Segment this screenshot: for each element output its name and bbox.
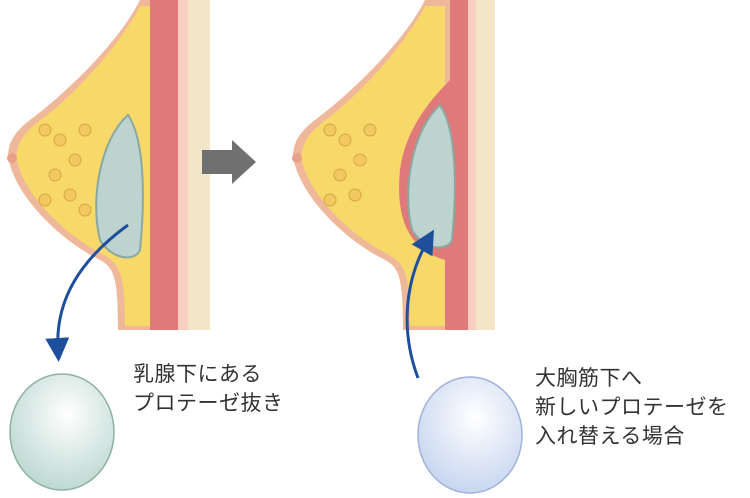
caption-line: 新しいプロテーゼを <box>535 395 729 419</box>
nipple <box>7 153 17 163</box>
removed-implant <box>9 373 115 491</box>
new-implant-placed <box>407 103 456 249</box>
insertion-arrow <box>405 229 434 379</box>
caption-line: 入れ替える場合 <box>535 424 685 448</box>
removal-arrow <box>45 223 129 362</box>
caption-replace-submuscular: 大胸筋下へ 新しいプロテーゼを 入れ替える場合 <box>535 364 729 451</box>
breast-after <box>292 0 495 330</box>
transition-arrow <box>202 140 256 184</box>
caption-remove-subglandular: 乳腺下にある プロテーゼ抜き <box>133 360 284 418</box>
old-implant <box>95 113 144 259</box>
caption-line: 大胸筋下へ <box>535 366 643 390</box>
caption-line: 乳腺下にある <box>133 362 262 386</box>
nipple <box>292 153 302 163</box>
caption-line: プロテーゼ抜き <box>133 391 284 415</box>
new-implant <box>417 376 523 494</box>
breast-before <box>7 0 211 330</box>
